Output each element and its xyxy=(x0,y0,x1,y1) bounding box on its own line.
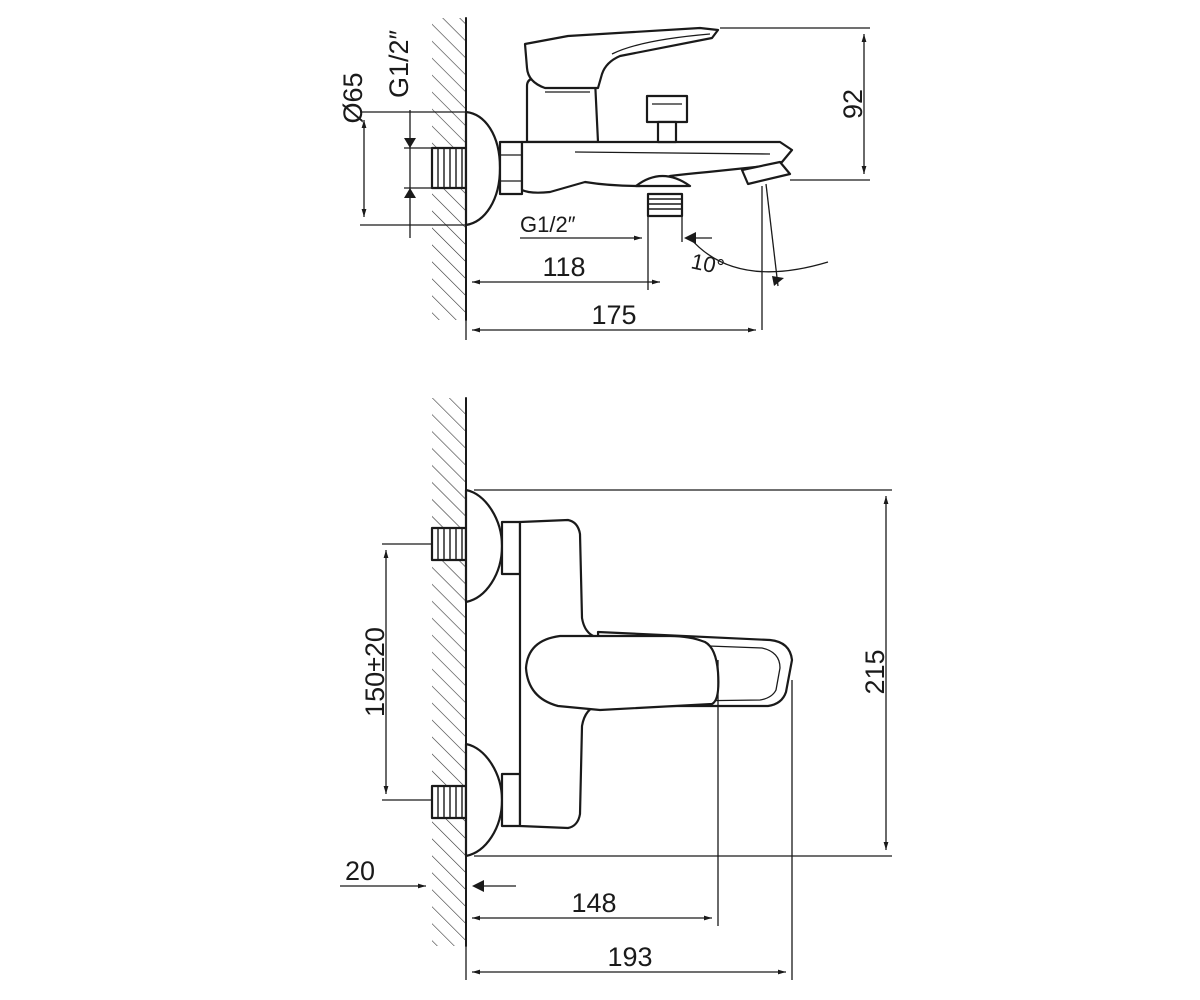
dim-height-side-label: 92 xyxy=(838,89,868,119)
dim-height-front-label: 215 xyxy=(860,649,890,694)
dim-angle-arc xyxy=(689,237,829,273)
dim-spacing-label: 150±20 xyxy=(360,627,390,717)
dim-thread-outlet-label: G1/2″ xyxy=(520,212,576,237)
hex-nut-lower xyxy=(500,772,522,828)
escutcheon-upper xyxy=(464,488,504,604)
inlet-thread-side xyxy=(430,146,468,190)
inlet-thread-upper xyxy=(430,526,468,562)
lever-handle-front xyxy=(524,634,720,712)
escutcheon-side xyxy=(464,110,502,227)
spout-aerator-side xyxy=(740,160,792,186)
dim-total-length-front-label: 193 xyxy=(607,942,652,972)
side-view: Ø65 G1/2″ 92 G1/2″ 10° 118 175 xyxy=(338,17,870,340)
outlet-connection-side xyxy=(634,174,692,188)
hex-nut-upper xyxy=(500,520,522,576)
dim-thread-wall-label: G1/2″ xyxy=(384,30,414,99)
wall-hatching-bottom xyxy=(432,398,466,946)
dim-diameter-label: Ø65 xyxy=(338,72,368,123)
inlet-thread-lower xyxy=(430,784,468,820)
dim-outlet-distance-label: 118 xyxy=(542,252,585,282)
escutcheon-lower xyxy=(464,742,504,858)
dim-handle-length-label: 148 xyxy=(571,888,616,918)
mixer-body-side xyxy=(520,140,794,194)
front-view: 150±20 215 20 148 193 xyxy=(340,397,892,980)
dim-angle-label: 10° xyxy=(689,248,727,279)
hex-nut-side xyxy=(498,140,524,196)
dim-total-length-side-label: 175 xyxy=(591,300,636,330)
lever-handle-side xyxy=(523,26,720,90)
diverter-knob-side xyxy=(645,94,689,144)
outlet-thread-side xyxy=(646,192,684,290)
dim-wall-offset-label: 20 xyxy=(345,856,375,886)
